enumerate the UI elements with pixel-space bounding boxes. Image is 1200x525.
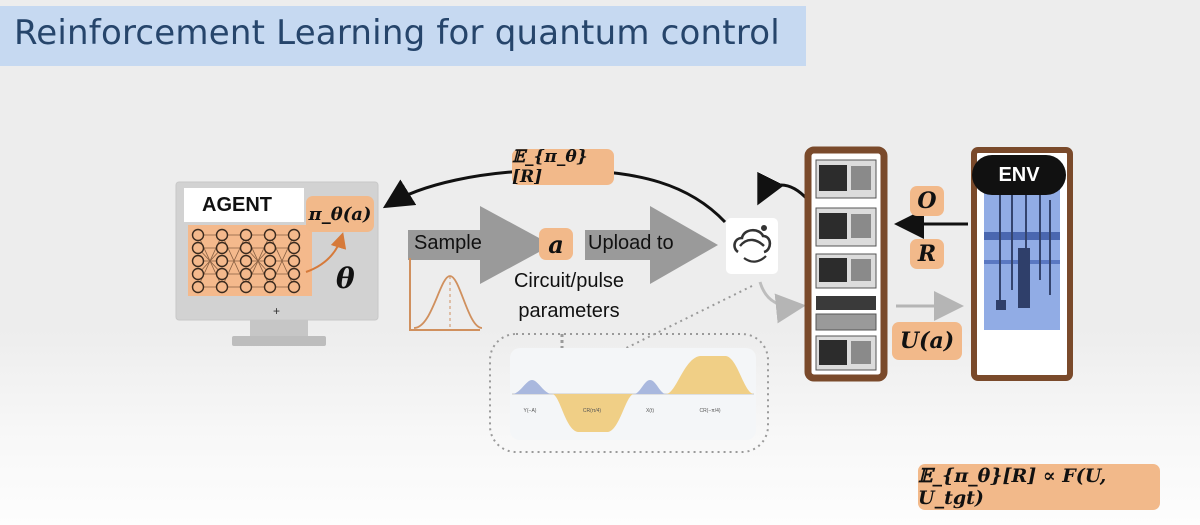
fidelity-formula: 𝔼_{π_θ}[R] ∝ F(U, U_tgt) [918,465,1107,509]
upload-arrow [585,206,718,284]
reward-box: R [910,239,944,269]
pulse-label: X(t) [646,408,654,414]
pulse-shape [666,356,754,394]
params-label-line2: parameters [518,300,620,322]
unitary-box: U(a) [892,322,962,360]
upload-feedback-arrow [757,171,810,206]
monitor-plus: + [273,304,281,318]
observation-box: O [910,186,944,216]
reward-expectation-box: 𝔼_{π_θ}[R] [512,147,614,187]
policy-box: π_θ(a) [306,196,374,232]
action-box: a [539,228,573,260]
gaussian-distribution-icon [409,258,483,331]
unitary-label: U(a) [899,328,955,354]
theta-label: θ [336,262,355,295]
reward-label: R [917,241,937,267]
cloud-quantum-icon [726,218,778,274]
pulse-label: Y(−A) [524,408,537,414]
reward-expectation-label: 𝔼_{π_θ}[R] [512,147,588,187]
slide-title: Reinforcement Learning for quantum contr… [14,13,780,53]
sample-arrow [408,206,552,284]
sample-label: Sample [414,232,482,254]
env-label: ENV [972,155,1066,195]
pulse-shape [512,380,552,394]
title-bar [0,6,806,66]
instrument-rack-icon [804,146,888,382]
neural-network-icon [188,225,312,296]
theta-arrow [305,232,347,273]
action-label: a [548,229,564,259]
pulse-panel: Y(−A) CR(π/4) X(t) CR(−π/4) [489,333,769,453]
agent-label: AGENT [202,193,272,216]
upload-label: Upload to [588,232,674,254]
pulse-label: CR(−π/4) [699,408,720,414]
pulse-label: CR(π/4) [583,408,602,414]
fidelity-formula-box: 𝔼_{π_θ}[R] ∝ F(U, U_tgt) [918,464,1160,510]
pulse-shape [552,394,634,432]
zoom-line [609,285,753,357]
agent-label-box: AGENT [184,188,304,222]
observation-label: O [917,188,937,214]
env-label-text: ENV [998,163,1040,186]
cryostat-icon [971,147,1073,381]
params-label-line1: Circuit/pulse [513,270,625,292]
policy-label: π_θ(a) [308,203,372,225]
pulse-shape [634,380,666,394]
control-arrow [758,281,806,324]
